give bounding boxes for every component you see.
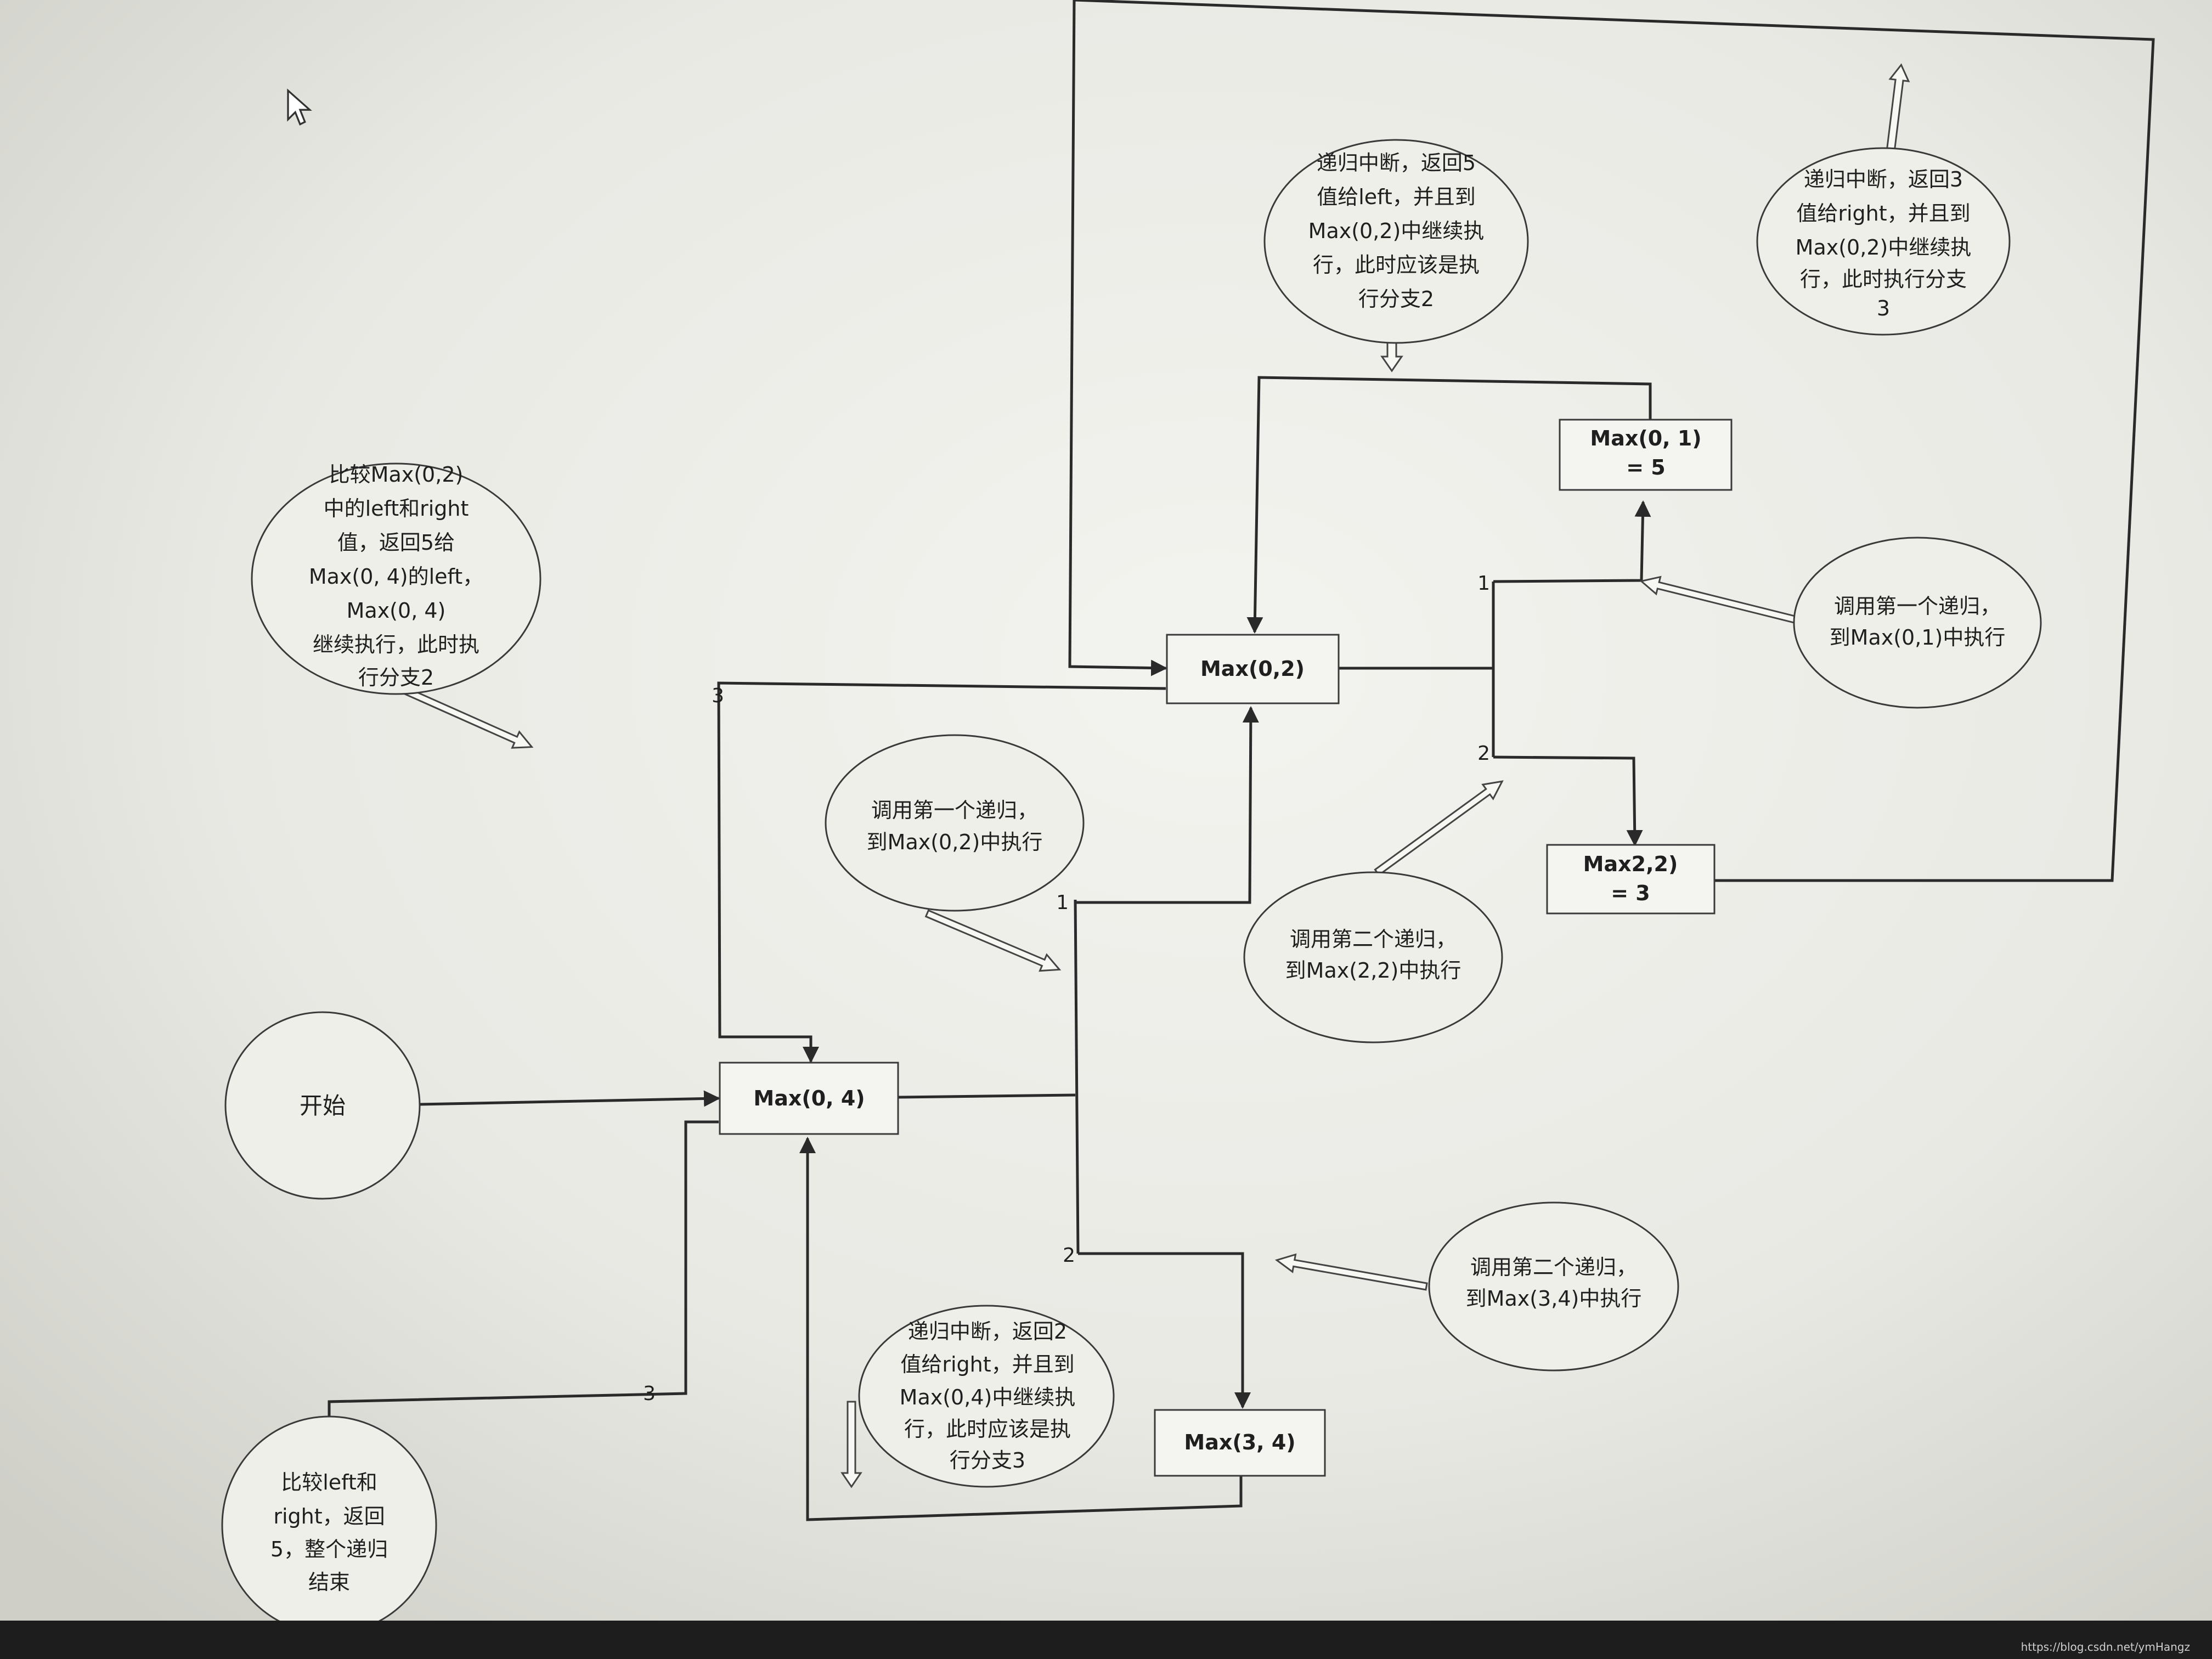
svg-text:调用第二个递归，: 调用第二个递归，: [1290, 927, 1457, 951]
start-label: 开始: [300, 1092, 346, 1119]
edge-max02-branch3-to-max04: [717, 681, 1166, 1063]
start-ellipse: [224, 1011, 421, 1200]
callout-text-return3: 递归中断，返回3 值给right，并且到 Max(0,2)中继续执 行，此时执行…: [1796, 167, 1972, 320]
svg-text:结束: 结束: [308, 1570, 350, 1594]
callout-text-call-first-01: 调用第一个递归， 到Max(0,1)中执行: [1830, 594, 2006, 650]
edge-max04-to-branch: [898, 1093, 1076, 1099]
svg-text:行分支2: 行分支2: [1358, 287, 1434, 311]
node-label-max01-line2: = 5: [1626, 455, 1666, 479]
node-box-max01: [1559, 419, 1733, 491]
svg-text:到Max(3,4)中执行: 到Max(3,4)中执行: [1466, 1286, 1642, 1311]
branch-label-max04-2: 2: [1063, 1244, 1075, 1267]
svg-text:递归中断，返回5: 递归中断，返回5: [1317, 151, 1476, 175]
edge-max01-return-to-max02: [1246, 376, 1652, 634]
node-box-max34: [1154, 1409, 1326, 1477]
callout-ellipse-return2: [858, 1305, 1115, 1488]
callout-ellipse-call-second-34: [1428, 1201, 1679, 1372]
svg-text:比较Max(0,2): 比较Max(0,2): [329, 462, 464, 487]
callout-text-compare02: 比较Max(0,2) 中的left和right 值，返回5给 Max(0, 4)…: [309, 462, 483, 690]
branch-label-max04-1: 1: [1056, 891, 1069, 914]
svg-text:继续执行，此时执: 继续执行，此时执: [313, 633, 479, 657]
svg-text:值给right，并且到: 值给right，并且到: [900, 1352, 1074, 1376]
branch-trunk-max04: [1074, 899, 1080, 1254]
callout-ellipse-call-second-22: [1243, 871, 1503, 1043]
callout-text-return2: 递归中断，返回2 值给right，并且到 Max(0,4)中继续执 行，此时应该…: [900, 1319, 1076, 1472]
edge-branch3-to-end: [321, 1120, 719, 1436]
svg-text:值给left，并且到: 值给left，并且到: [1317, 185, 1476, 209]
node-label-max22-line1: Max2,2): [1583, 852, 1678, 876]
callout-ellipse-return5: [1263, 139, 1529, 344]
branch-label-max04-3: 3: [643, 1383, 656, 1405]
svg-text:到Max(0,1)中执行: 到Max(0,1)中执行: [1830, 625, 2006, 650]
callout-text-call-second-22: 调用第二个递归， 到Max(2,2)中执行: [1285, 927, 1462, 983]
hollow-arrow-return3: [1885, 63, 1910, 158]
hollow-arrow-return2: [840, 1401, 862, 1488]
svg-text:right，返回: right，返回: [273, 1504, 385, 1528]
edge-start-to-max04: [419, 1090, 720, 1107]
svg-text:调用第二个递归，: 调用第二个递归，: [1470, 1255, 1637, 1279]
svg-text:比较left和: 比较left和: [281, 1470, 377, 1494]
callout-text-call-second-34: 调用第二个递归， 到Max(3,4)中执行: [1466, 1255, 1642, 1311]
svg-text:Max(0, 4)的left，: Max(0, 4)的left，: [309, 565, 483, 589]
branch-label-max02-1: 1: [1477, 572, 1490, 595]
svg-text:递归中断，返回2: 递归中断，返回2: [908, 1319, 1067, 1344]
callout-text-call-first-02: 调用第一个递归， 到Max(0,2)中执行: [867, 798, 1043, 854]
node-label-max01-line1: Max(0, 1): [1590, 426, 1701, 450]
svg-text:行，此时应该是执: 行，此时应该是执: [1313, 253, 1480, 277]
svg-text:行，此时应该是执: 行，此时应该是执: [904, 1417, 1071, 1441]
svg-text:Max(0, 4): Max(0, 4): [347, 599, 446, 623]
edge-branch2-to-max34: [1078, 1252, 1251, 1409]
node-label-max22-line2: = 3: [1611, 881, 1650, 905]
svg-text:递归中断，返回3: 递归中断，返回3: [1804, 167, 1963, 191]
branch-label-max02-2: 2: [1477, 742, 1490, 765]
footer-watermark: https://blog.csdn.net/ymHangz: [2021, 1640, 2190, 1654]
callout-ellipse-call-first-01: [1793, 537, 2042, 709]
svg-text:值，返回5给: 值，返回5给: [337, 531, 455, 555]
edge-branch2-to-max22: [1493, 755, 1643, 847]
edge-branch1-to-max02: [1076, 706, 1259, 904]
svg-text:值给right，并且到: 值给right，并且到: [1796, 201, 1970, 225]
hollow-arrow-call-second-22: [1374, 780, 1504, 876]
node-label-max02: Max(0,2): [1200, 657, 1305, 681]
callout-ellipse-call-first-02: [825, 734, 1085, 912]
svg-text:行，此时执行分支: 行，此时执行分支: [1800, 267, 1967, 291]
branch-label-max02-3: 3: [712, 685, 724, 707]
node-label-max04: Max(0, 4): [753, 1086, 865, 1110]
svg-text:行分支3: 行分支3: [950, 1448, 1025, 1472]
svg-text:行分支2: 行分支2: [358, 665, 434, 690]
callout-ellipse-return3: [1756, 147, 2011, 336]
svg-text:到Max(0,2)中执行: 到Max(0,2)中执行: [867, 830, 1043, 854]
svg-text:3: 3: [1877, 296, 1890, 320]
node-box-max22: [1546, 844, 1716, 915]
svg-text:调用第一个递归，: 调用第一个递归，: [871, 798, 1038, 822]
svg-text:中的left和right: 中的left和right: [324, 496, 469, 521]
svg-text:调用第一个递归，: 调用第一个递归，: [1834, 594, 2001, 618]
svg-text:Max(0,2)中继续执: Max(0,2)中继续执: [1308, 219, 1485, 243]
callout-text-end: 比较left和 right，返回 5，整个递归 结束: [270, 1470, 388, 1594]
callout-ellipse-compare02: [251, 462, 541, 695]
hollow-arrow-call-first-01: [1639, 575, 1799, 624]
monitor-bezel: [0, 1621, 2212, 1659]
mouse-cursor-icon: [287, 88, 312, 126]
node-box-max04: [719, 1062, 899, 1135]
callout-text-return5: 递归中断，返回5 值给left，并且到 Max(0,2)中继续执 行，此时应该是…: [1308, 151, 1485, 311]
svg-text:Max(0,2)中继续执: Max(0,2)中继续执: [1796, 235, 1972, 259]
hollow-arrow-call-first-02: [924, 909, 1062, 972]
hollow-arrow-call-second-34: [1274, 1253, 1428, 1291]
hollow-arrow-compare02: [398, 684, 534, 749]
node-label-max34: Max(3, 4): [1184, 1430, 1295, 1454]
svg-text:5，整个递归: 5，整个递归: [270, 1537, 388, 1561]
node-box-max02: [1166, 634, 1340, 704]
edge-max22-loop-to-max02: [1068, 0, 2155, 882]
svg-text:Max(0,4)中继续执: Max(0,4)中继续执: [900, 1385, 1076, 1409]
svg-text:到Max(2,2)中执行: 到Max(2,2)中执行: [1285, 958, 1462, 983]
